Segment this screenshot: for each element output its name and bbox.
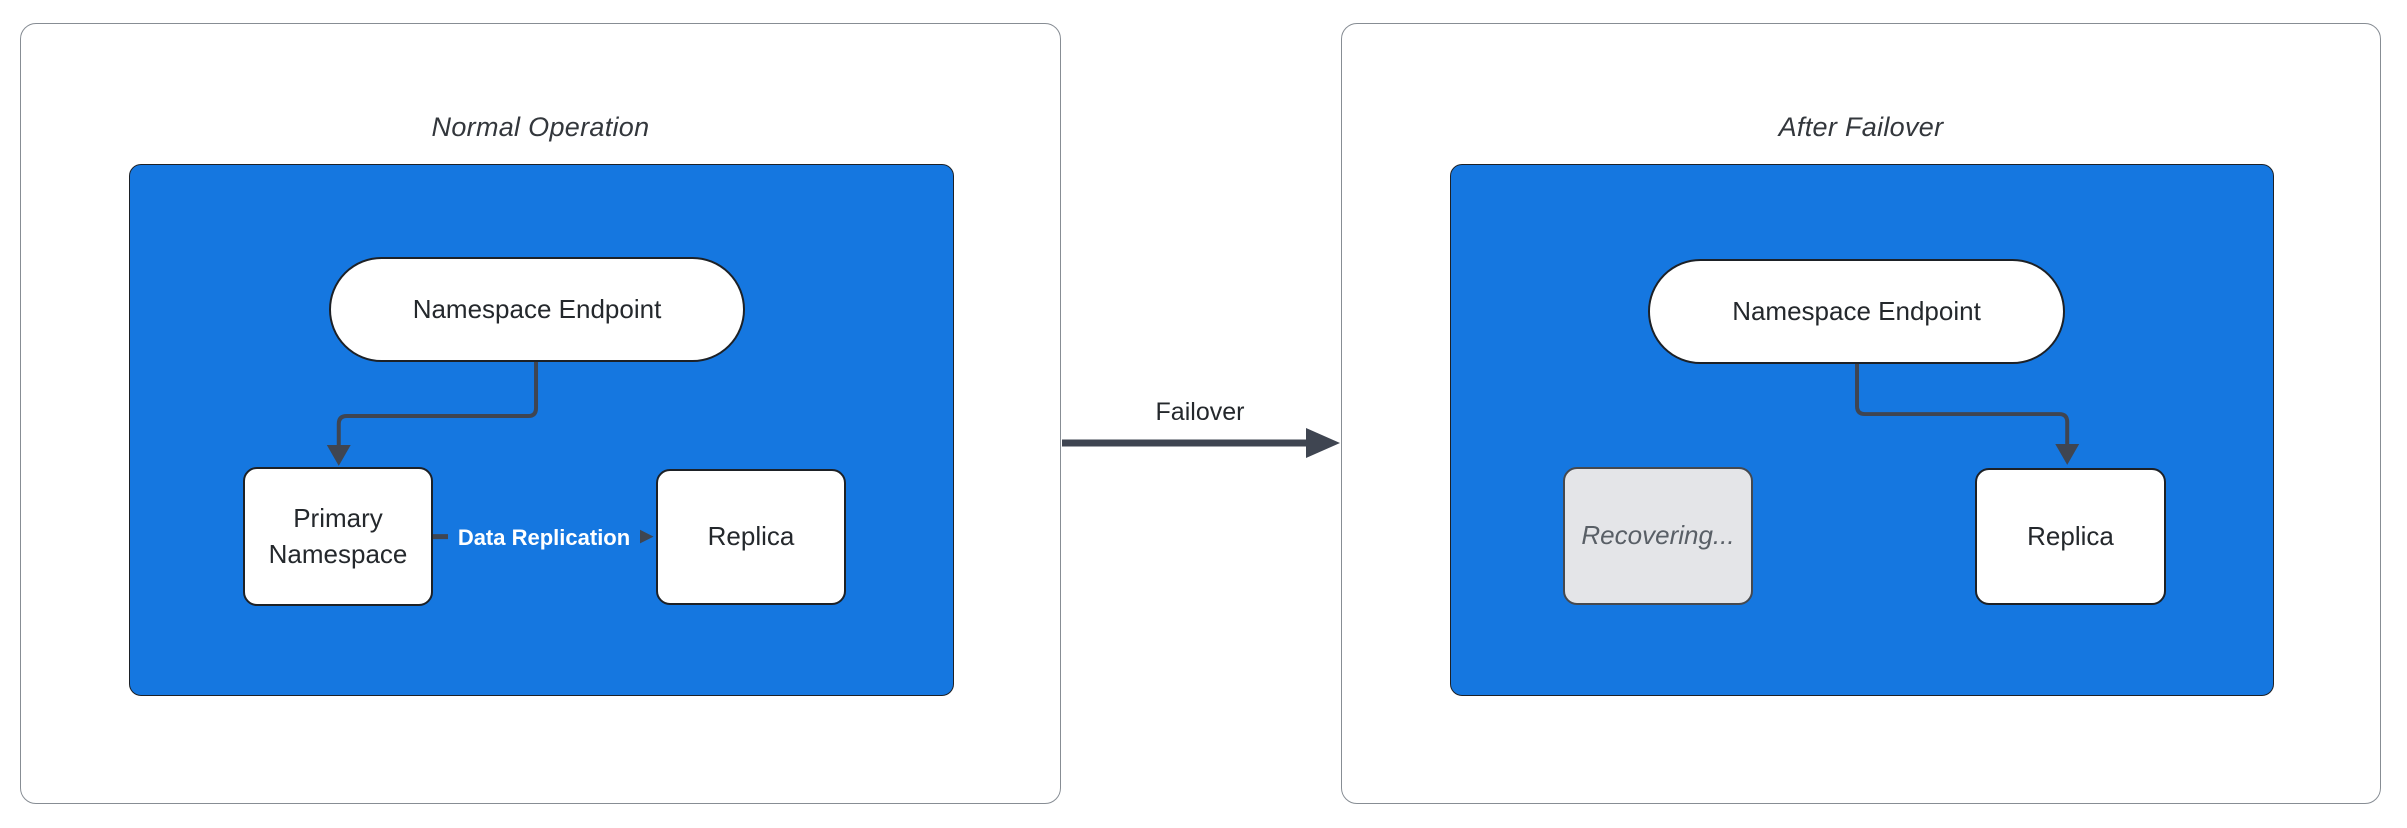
connector-endpoint-to-primary	[336, 361, 539, 448]
node-label: Primary Namespace	[268, 503, 408, 569]
panel-normal-operation: Normal Operation Namespace Endpoint Prim…	[20, 23, 1061, 804]
node-replica-normal: Replica	[656, 469, 846, 605]
connector-layer-normal	[326, 361, 654, 548]
arrowhead-down-icon	[2055, 443, 2080, 465]
failover-arrow	[1062, 428, 1340, 458]
cluster-after-failover: Namespace Endpoint Recovering... Replica	[1450, 164, 2274, 696]
node-label: Namespace Endpoint	[412, 294, 662, 324]
panel-after-failover: After Failover Namespace Endpoint Recove…	[1341, 23, 2381, 804]
node-label: Replica	[2027, 520, 2114, 551]
node-primary-namespace: Primary Namespace	[243, 467, 433, 606]
panel-title-after-failover: After Failover	[1778, 112, 1944, 142]
edge-label-wrap: Data Replication	[433, 517, 655, 559]
connector-layer-failover	[1855, 363, 2080, 465]
edge-label-data-replication: Data Replication	[447, 521, 641, 555]
node-label: Namespace Endpoint	[1732, 296, 1981, 326]
arrowhead-right-icon	[1306, 428, 1340, 458]
arrowhead-down-icon	[326, 444, 351, 466]
node-label: Replica	[707, 521, 795, 552]
node-label: Recovering...	[1581, 520, 1735, 551]
node-replica-failover: Replica	[1975, 468, 2166, 605]
panel-title-normal-operation: Normal Operation	[431, 112, 650, 142]
cluster-normal-operation: Namespace Endpoint Primary Namespace Rep…	[129, 164, 954, 696]
node-recovering: Recovering...	[1563, 467, 1753, 605]
connector-endpoint-to-replica	[1855, 363, 2070, 446]
node-namespace-endpoint-normal: Namespace Endpoint	[329, 257, 745, 362]
node-namespace-endpoint-failover: Namespace Endpoint	[1648, 259, 2065, 364]
edge-label-failover: Failover	[1155, 398, 1245, 426]
